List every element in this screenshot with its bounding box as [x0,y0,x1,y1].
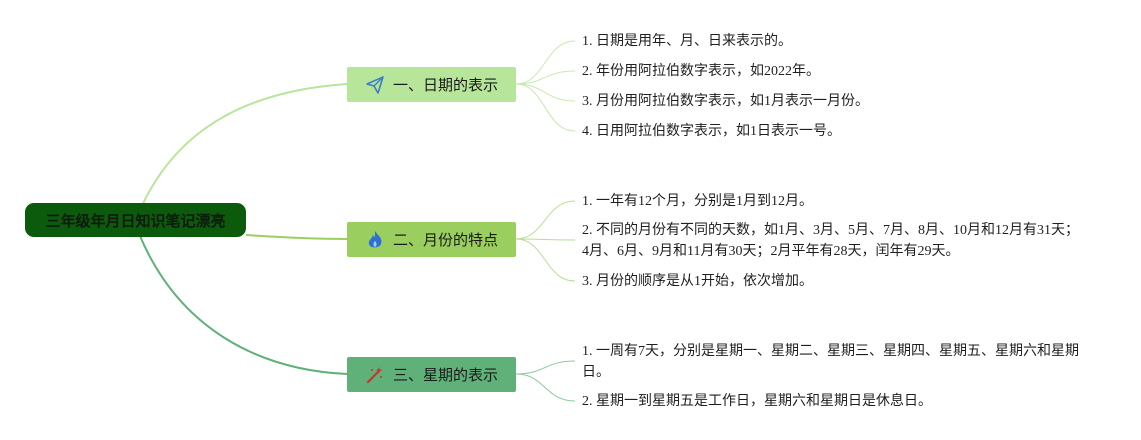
magic-wand-icon [365,365,385,385]
link-root-branch2 [245,234,348,240]
branch-week-representation[interactable]: 三、星期的表示 [347,357,516,392]
leaf-item: 3. 月份的顺序是从1开始，依次增加。 [582,274,813,289]
leaf-item: 2. 不同的月份有不同的天数，如1月、3月、5月、7月、8月、10月和12月有3… [582,223,1079,238]
leaf-item: 1. 一周有7天，分别是星期一、星期二、星期三、星期四、星期五、星期六和星期 [582,344,1079,359]
link-root-branch1 [139,83,348,211]
paper-plane-icon [365,75,385,95]
flame-icon [365,230,385,250]
leaf-item-continued: 4月、6月、9月和11月有30天；2月平年有28天，闰年有29天。 [582,244,960,259]
branch-date-representation[interactable]: 一、日期的表示 [347,67,516,102]
leaf-item: 4. 日用阿拉伯数字表示，如1日表示一号。 [582,124,841,139]
root-label: 三年级年月日知识笔记漂亮 [45,211,226,230]
branch-label: 二、月份的特点 [392,231,498,249]
leaf-item: 1. 日期是用年、月、日来表示的。 [582,34,792,49]
branch-month-features[interactable]: 二、月份的特点 [347,222,516,257]
leaf-item: 3. 月份用阿拉伯数字表示，如1月表示一月份。 [582,94,869,109]
leaf-item: 1. 一年有12个月，分别是1月到12月。 [582,194,813,209]
branch-label: 一、日期的表示 [392,76,498,94]
leaf-item: 2. 星期一到星期五是工作日，星期六和星期日是休息日。 [582,394,932,409]
root-node[interactable]: 三年级年月日知识笔记漂亮 [25,203,246,237]
branch-label: 三、星期的表示 [392,366,498,384]
leaf-item: 2. 年份用阿拉伯数字表示，如2022年。 [582,64,820,79]
link-root-branch3 [139,235,348,375]
leaf-item-continued: 日。 [582,365,610,380]
